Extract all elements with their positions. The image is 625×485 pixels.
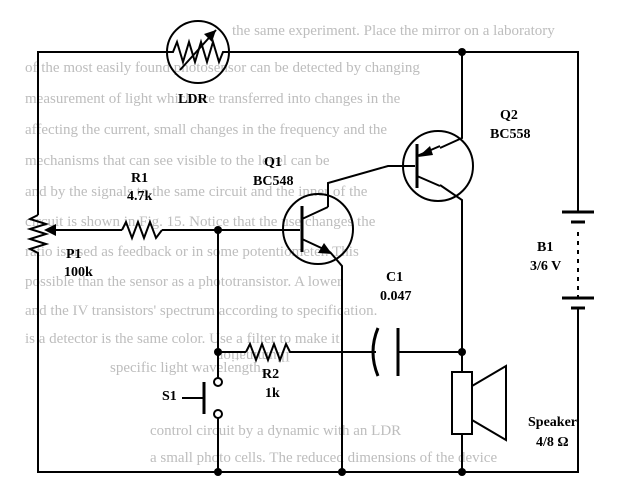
ghost-line-6: and by the signals to the same circuit a… xyxy=(25,184,368,200)
q2-body xyxy=(402,130,474,202)
r1-value: 4.7k xyxy=(127,189,153,204)
q1-ref: Q1 xyxy=(264,155,282,170)
s1-contact-bottom xyxy=(213,409,223,419)
junctions xyxy=(214,48,466,476)
c1-curved-plate xyxy=(371,327,380,377)
ghost-line-14: control circuit by a dynamic with an LDR xyxy=(150,423,401,439)
speaker-cone xyxy=(471,364,507,442)
q2-part: BC558 xyxy=(490,127,530,142)
ghost-line-9: possible than the sensor as a phototrans… xyxy=(25,274,342,290)
r2-value: 1k xyxy=(265,386,280,401)
ghost-line-8: ratio is used as feedback or in some pot… xyxy=(25,244,359,260)
ghost-line-11: is a detector is the same color. Use a f… xyxy=(25,331,340,347)
q1-part: BC548 xyxy=(253,174,293,189)
ghost-line-4: affecting the current, small changes in … xyxy=(25,122,387,138)
s1-ref: S1 xyxy=(162,389,177,404)
ghost-line-15: a small photo cells. The reduced dimensi… xyxy=(150,450,497,466)
wire-top-left xyxy=(37,51,167,215)
wiring xyxy=(37,51,579,473)
wire-top-right xyxy=(230,51,579,192)
s1-contact-top xyxy=(213,377,223,387)
transistor-q2: Q2 BC558 xyxy=(402,108,530,202)
ldr-arrow-head xyxy=(204,30,216,42)
battery-b1: B1 3/6 V xyxy=(530,192,594,318)
speaker-value: 4/8 Ω xyxy=(536,435,569,450)
junction-bottom-2 xyxy=(338,468,346,476)
bleed-through-text: the same experiment. Place the mirror on… xyxy=(25,23,555,466)
speaker-label: Speaker xyxy=(528,415,577,430)
wire-q2-collector xyxy=(439,184,463,372)
r2-zigzag xyxy=(245,341,294,363)
ldr-resistor xyxy=(167,38,229,66)
b1-ref: B1 xyxy=(537,240,553,255)
speaker: Speaker 4/8 Ω xyxy=(451,364,577,450)
wire-q2-emitter xyxy=(439,52,463,149)
r2-ref: R2 xyxy=(262,367,279,382)
speaker-magnet xyxy=(451,371,473,435)
switch-s1: S1 xyxy=(162,377,223,419)
wire-q1-emitter xyxy=(329,251,343,472)
c1-value: 0.047 xyxy=(380,289,412,304)
p1-resistor xyxy=(26,214,50,258)
b1-value: 3/6 V xyxy=(530,259,561,274)
ghost-line-2: of the most easily found photosensor can… xyxy=(25,60,420,76)
ldr-label: LDR xyxy=(178,92,208,107)
junction-top xyxy=(458,48,466,56)
ghost-line-5: mechanisms that can see visible to the l… xyxy=(25,153,330,169)
ldr: LDR xyxy=(166,20,230,107)
ghost-line-12: specific light wavelength. xyxy=(110,360,265,376)
wire-bottom-rail xyxy=(37,258,579,473)
junction-bottom-1 xyxy=(214,468,222,476)
p1-wiper-arrow xyxy=(44,224,56,236)
p1-ref: P1 xyxy=(66,247,82,262)
ghost-line-1: the same experiment. Place the mirror on… xyxy=(232,23,555,39)
resistor-r1: R1 4.7k xyxy=(121,171,163,241)
r1-zigzag xyxy=(121,219,163,241)
ghost-line-10: and the IV transistors' spectrum accordi… xyxy=(25,303,377,319)
p1-value: 100k xyxy=(64,265,93,280)
q2-collector-leg xyxy=(416,175,441,187)
junction-bottom-3 xyxy=(458,468,466,476)
potentiometer-p1: P1 100k xyxy=(26,214,93,280)
q1-emitter-arrow xyxy=(318,243,332,254)
c1-ref: C1 xyxy=(386,270,403,285)
junction-speaker xyxy=(458,348,466,356)
transistor-q1: Q1 BC548 xyxy=(253,155,354,265)
r1-ref: R1 xyxy=(131,171,148,186)
q2-emitter-arrow xyxy=(418,146,433,157)
q1-collector-leg xyxy=(301,206,329,220)
capacitor-c1: C1 0.047 xyxy=(371,270,412,377)
junction-r2 xyxy=(214,348,222,356)
q1-body xyxy=(282,193,354,265)
resistor-r2: R2 1k xyxy=(245,341,294,401)
junction-base xyxy=(214,226,222,234)
ghost-line-3: measurement of light which are transferr… xyxy=(25,91,401,107)
ghost-line-7: circuit is shown in Fig. 15. Notice that… xyxy=(25,214,376,230)
q2-ref: Q2 xyxy=(500,108,518,123)
